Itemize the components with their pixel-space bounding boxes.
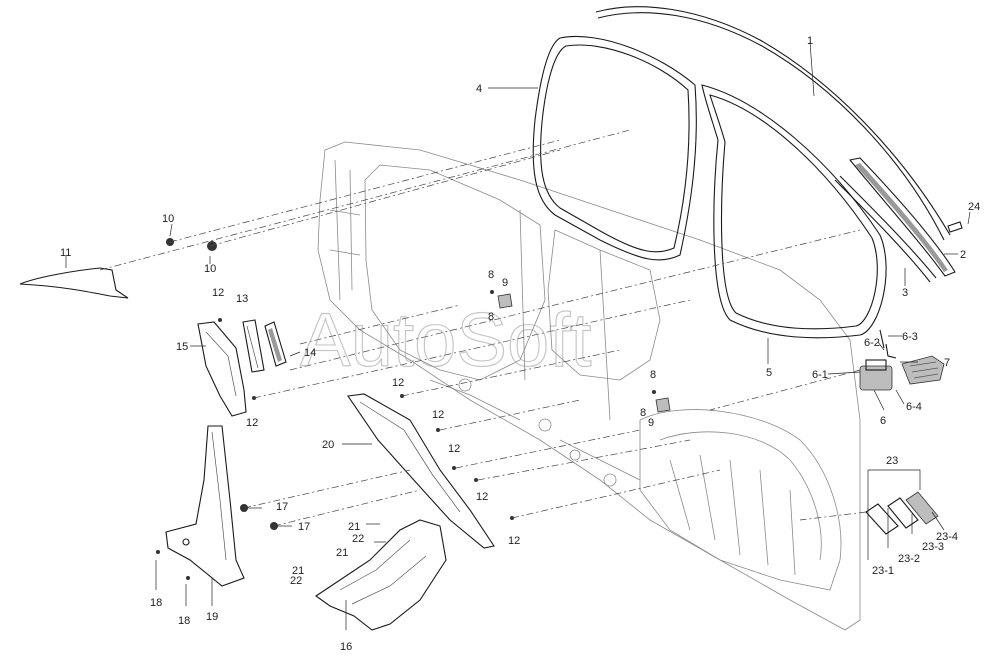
- callout-10b: 10: [204, 263, 216, 275]
- callout-17a: 17: [276, 501, 288, 513]
- callout-12g: 12: [508, 535, 520, 547]
- callout-10a: 10: [162, 213, 174, 225]
- part-4-front-door-weatherstrip: [532, 35, 697, 261]
- callout-23-1: 23-1: [872, 565, 894, 577]
- callout-22b: 22: [290, 575, 302, 587]
- callout-23-3: 23-3: [922, 541, 944, 553]
- part-7-latch-cover: [901, 355, 945, 385]
- part-13-trim: [242, 319, 265, 373]
- part-1-roof-molding: [595, 6, 951, 241]
- part-3-quarter-seal: [834, 175, 937, 283]
- callout-19: 19: [206, 611, 218, 623]
- callout-23-2: 23-2: [898, 553, 920, 565]
- callout-23-4: 23-4: [936, 531, 958, 543]
- leader-lines: [65, 41, 971, 630]
- callout-9b: 9: [648, 417, 654, 429]
- callout-15: 15: [176, 341, 188, 353]
- callout-21b: 21: [336, 547, 348, 559]
- part-11-trim-panel: [19, 267, 129, 299]
- part-6-latch-assembly: [859, 329, 897, 391]
- body-side-panel: [317, 141, 861, 631]
- callout-12b: 12: [246, 417, 258, 429]
- part-23-label-set: [865, 491, 939, 535]
- callout-8a: 8: [488, 269, 494, 281]
- callout-1: 1: [807, 35, 813, 47]
- callout-4: 4: [476, 83, 482, 95]
- callout-16: 16: [340, 641, 352, 653]
- callout-17b: 17: [298, 521, 310, 533]
- part-15-pillar-trim: [197, 321, 247, 417]
- callout-8d: 8: [640, 407, 646, 419]
- callout-24: 24: [968, 201, 980, 213]
- part-24-clip: [947, 221, 963, 233]
- callout-12d: 12: [432, 409, 444, 421]
- callout-9a: 9: [502, 277, 508, 289]
- callout-6-4: 6-4: [906, 401, 922, 413]
- callout-21a: 21: [348, 521, 360, 533]
- watermark-text: AutoSoft: [300, 298, 592, 383]
- callout-21c: 21: [292, 565, 304, 577]
- callout-labels: 1 2 3 4 5 6 6-1 6-2 6-3 6-4 7 8 8 8 8 9 …: [60, 35, 980, 653]
- callout-6-3: 6-3: [902, 331, 918, 343]
- callout-12c: 12: [392, 377, 404, 389]
- part-19-pillar-lower-trim: [165, 425, 245, 587]
- part-5-rear-door-weatherstrip: [701, 84, 887, 339]
- alignment-lines: [99, 129, 867, 527]
- callout-8c: 8: [650, 369, 656, 381]
- callout-8b: 8: [488, 311, 494, 323]
- fasteners: [156, 238, 671, 580]
- callout-13: 13: [236, 293, 248, 305]
- callout-12e: 12: [448, 443, 460, 455]
- callout-11: 11: [60, 247, 71, 259]
- callout-6-2: 6-2: [864, 337, 880, 349]
- callout-18b: 18: [178, 615, 190, 627]
- callout-20: 20: [322, 439, 334, 451]
- callout-23: 23: [886, 455, 898, 467]
- part-16-quarter-lower-trim: [315, 519, 447, 631]
- callout-5: 5: [766, 367, 772, 379]
- part-14-trim: [264, 321, 287, 367]
- callout-2: 2: [960, 249, 966, 261]
- callout-18a: 18: [150, 597, 162, 609]
- callout-7: 7: [944, 357, 950, 369]
- callout-22a: 22: [352, 533, 364, 545]
- callout-14: 14: [304, 347, 316, 359]
- callout-12a: 12: [212, 287, 224, 299]
- part-20-pillar-trim: [347, 393, 495, 549]
- callout-6-1: 6-1: [812, 369, 828, 381]
- callout-3: 3: [902, 287, 908, 299]
- callout-12f: 12: [476, 491, 488, 503]
- part-2-quarter-trim: [848, 157, 956, 277]
- callout-6: 6: [880, 415, 886, 427]
